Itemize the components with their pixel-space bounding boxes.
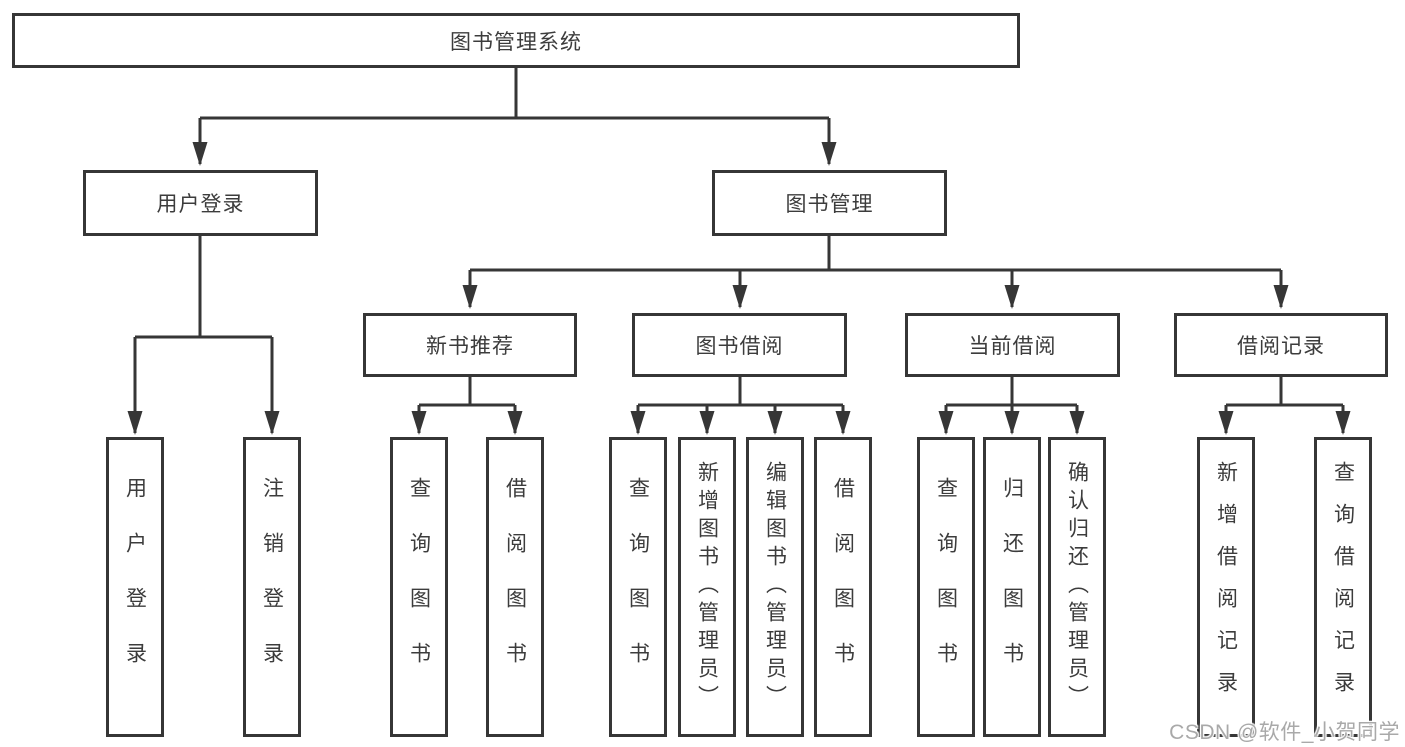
leaf-logout: 注销登录 [243, 437, 301, 737]
leaf-query-borrow-record: 查询借阅记录 [1314, 437, 1372, 737]
leaf-label: 借阅图书 [831, 477, 855, 697]
leaf-label: 查询图书 [934, 477, 958, 697]
leaf-label: 查询图书 [626, 477, 650, 697]
leaf-add-borrow-record: 新增借阅记录 [1197, 437, 1255, 737]
leaf-edit-books-admin: 编辑图书（管理员） [746, 437, 804, 737]
leaf-label: 注销登录 [260, 477, 284, 697]
connector-user-login [135, 236, 272, 339]
node-new-book-recommendation: 新书推荐 [363, 313, 577, 377]
leaf-label: 查询借阅记录 [1331, 461, 1355, 713]
leaf-query-books: 查询图书 [917, 437, 975, 737]
leaf-label: 编辑图书（管理员） [763, 461, 787, 713]
leaf-label: 新增借阅记录 [1214, 461, 1238, 713]
leaf-user-login: 用户登录 [106, 437, 164, 737]
node-user-login: 用户登录 [83, 170, 318, 236]
connector-root [200, 68, 829, 120]
node-book-borrowing: 图书借阅 [632, 313, 847, 377]
connector-book-borrow [638, 377, 843, 407]
leaf-label: 查询图书 [407, 477, 431, 697]
node-book-management: 图书管理 [712, 170, 947, 236]
connector-current-borrow [946, 377, 1077, 407]
node-current-borrowing: 当前借阅 [905, 313, 1120, 377]
node-borrowing-records: 借阅记录 [1174, 313, 1388, 377]
leaf-label: 新增图书（管理员） [695, 461, 719, 713]
leaf-label: 借阅图书 [503, 477, 527, 697]
leaf-label: 确认归还（管理员） [1065, 461, 1089, 713]
leaf-add-books-admin: 新增图书（管理员） [678, 437, 736, 737]
leaf-label: 归还图书 [1000, 477, 1024, 697]
leaf-label: 用户登录 [123, 477, 147, 697]
connector-new-book [419, 377, 515, 407]
node-library-management-system: 图书管理系统 [12, 13, 1020, 68]
connector-borrow-records [1226, 377, 1343, 407]
leaf-return-books: 归还图书 [983, 437, 1041, 737]
leaf-borrow-books: 借阅图书 [814, 437, 872, 737]
connector-book-management [470, 236, 1281, 272]
leaf-query-books: 查询图书 [390, 437, 448, 737]
leaf-query-books: 查询图书 [609, 437, 667, 737]
leaf-borrow-books: 借阅图书 [486, 437, 544, 737]
leaf-confirm-return-admin: 确认归还（管理员） [1048, 437, 1106, 737]
csdn-watermark: CSDN @软件_小贺同学 [1169, 721, 1400, 744]
